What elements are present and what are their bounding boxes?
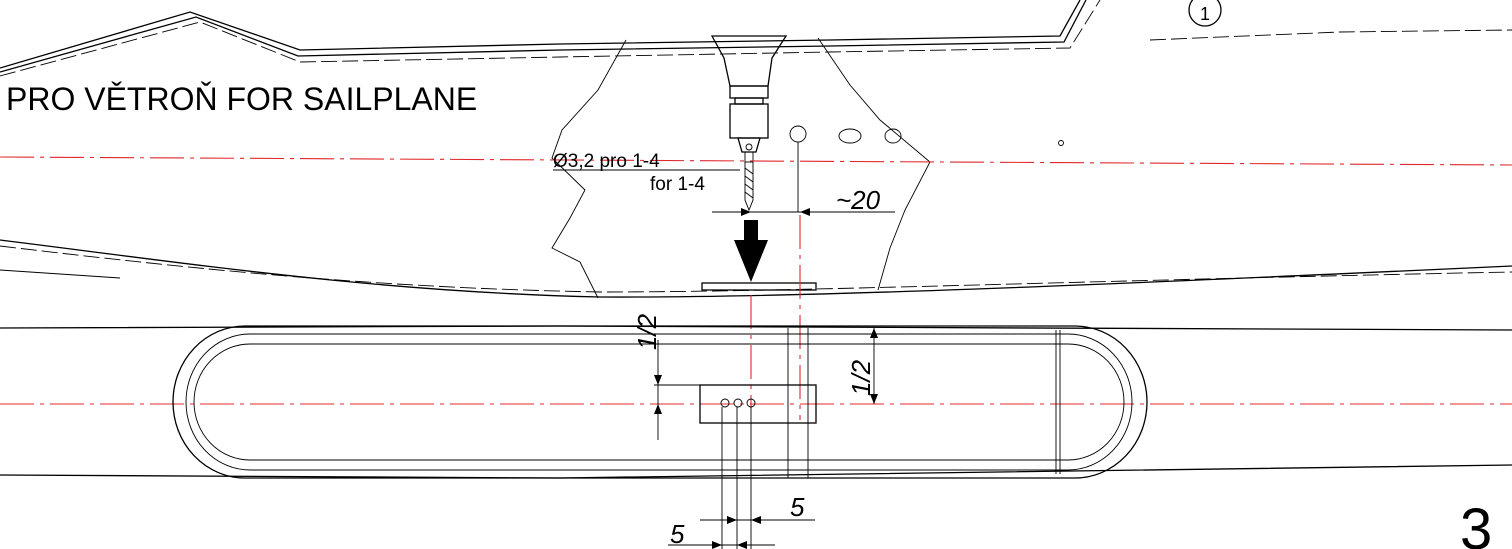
slot-view [0, 325, 1512, 479]
plate-hole-1 [720, 398, 730, 408]
hole-plate [699, 384, 817, 424]
centerlines-vertical [750, 215, 801, 420]
reinforcement-strip [701, 282, 817, 291]
drill-note-line1: Ø3,2 pro 1-4 [553, 151, 660, 172]
dimension-half-left-label: 1/2 [632, 313, 662, 350]
sailplane-top-outline [0, 0, 1512, 77]
callout-circle-icon [1188, 0, 1222, 27]
arrow-down-icon [734, 220, 768, 282]
holes-group [789, 125, 1064, 212]
dimension-offset [712, 208, 895, 216]
sailplane-bottom-outline [0, 239, 1512, 298]
dimension-offset-label: ~20 [836, 185, 881, 215]
hole-1 [789, 125, 807, 143]
drill-icon [710, 35, 788, 212]
hole-2 [838, 128, 862, 144]
dimension-spacing-bottom-label: 5 [670, 519, 685, 549]
dimension-half-right-label: 1/2 [846, 359, 876, 396]
heading: PRO VĚTROŇ FOR SAILPLANE [6, 81, 477, 117]
dimension-half-right [870, 328, 878, 404]
drill-note-line2: for 1-4 [650, 174, 705, 195]
callout-number: 1 [1200, 4, 1210, 24]
step-number: 3 [1460, 497, 1492, 549]
centerlines-horizontal [0, 156, 1512, 405]
plate-hole-2 [733, 398, 743, 408]
dimension-half-left [654, 340, 700, 440]
dimension-spacing-right-label: 5 [790, 492, 805, 522]
dimension-spacing [668, 407, 815, 549]
hole-3 [884, 128, 902, 144]
hole-small [1058, 140, 1064, 146]
